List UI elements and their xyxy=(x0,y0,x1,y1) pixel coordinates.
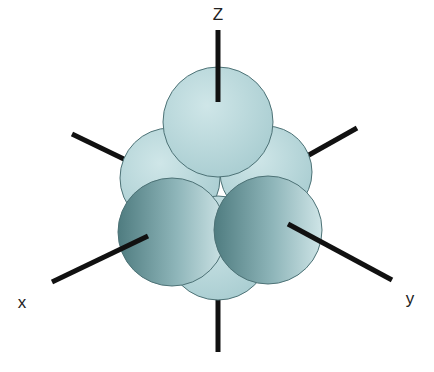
axis-lines-front xyxy=(52,30,392,282)
axis-label: x xyxy=(18,294,27,311)
axis-label: y xyxy=(406,290,415,307)
axis-label: Z xyxy=(213,6,223,23)
